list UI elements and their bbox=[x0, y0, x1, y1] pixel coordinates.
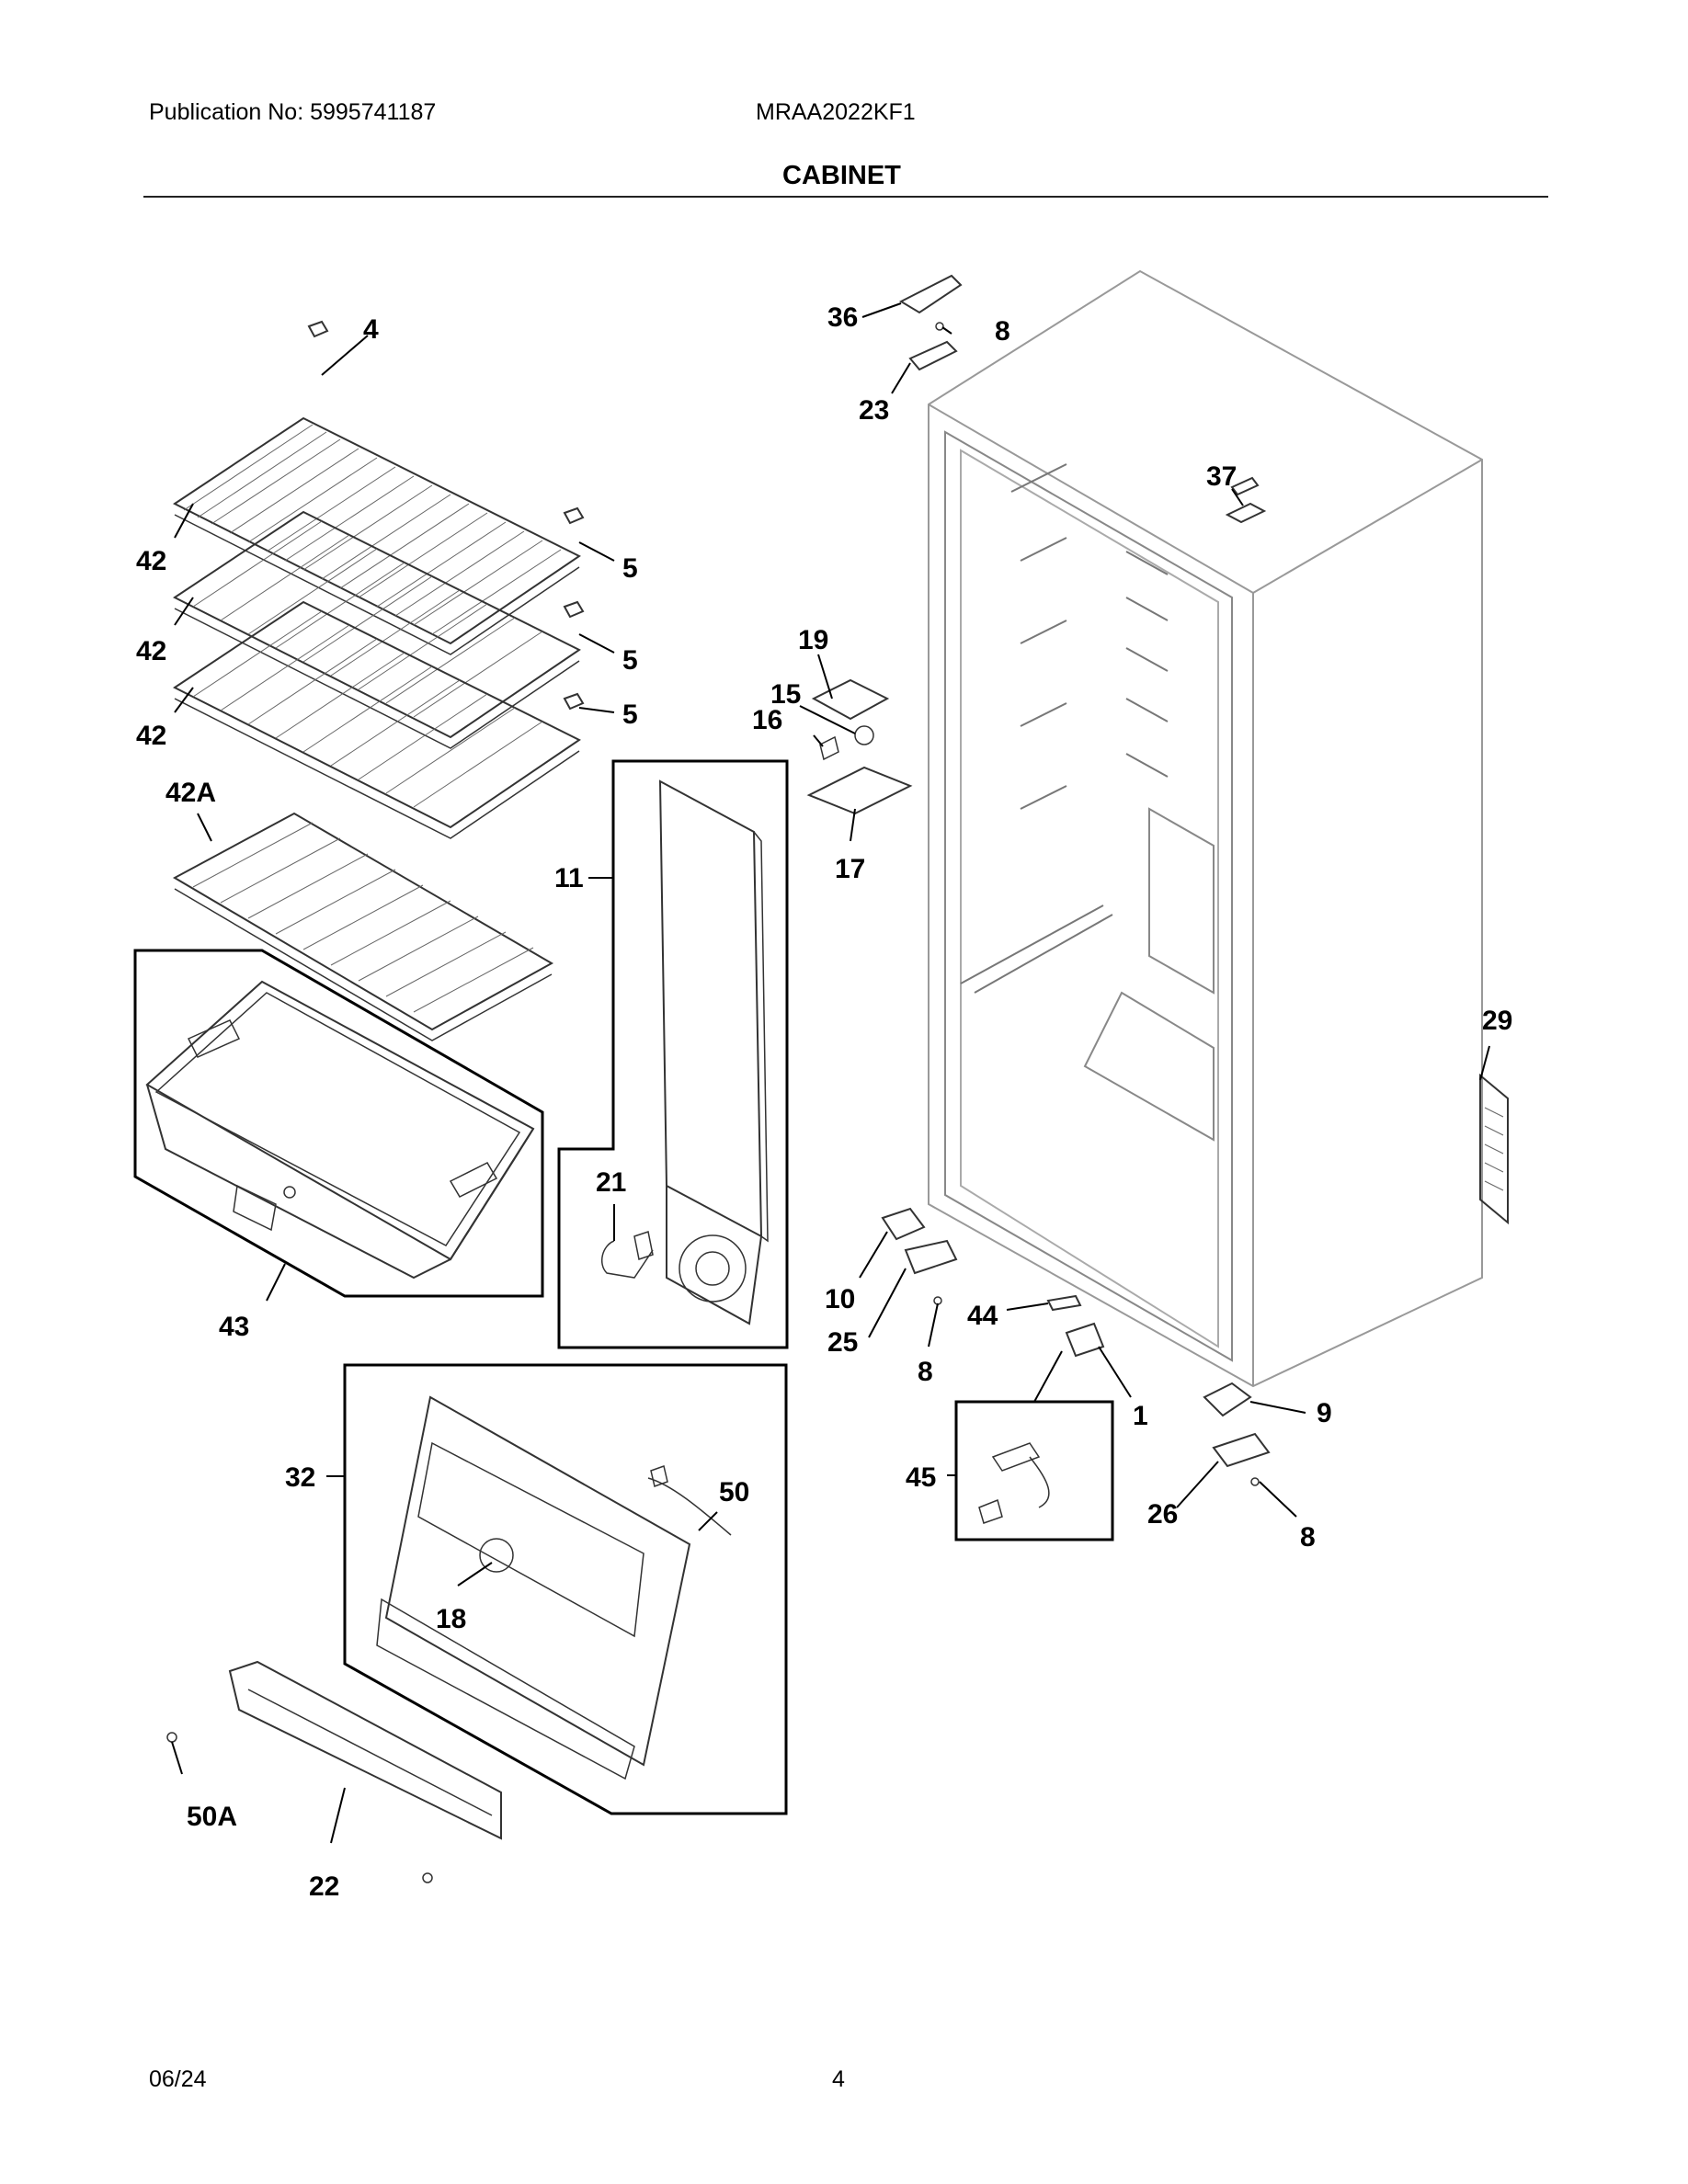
label-1: 1 bbox=[1133, 1401, 1148, 1431]
drawer-handle-22 bbox=[228, 1660, 502, 1840]
label-11: 11 bbox=[554, 863, 584, 893]
wire-shelf-42a bbox=[172, 812, 554, 1041]
label-26: 26 bbox=[1147, 1499, 1178, 1530]
wiring-harness-45 bbox=[978, 1442, 1050, 1524]
screw-8-bottom bbox=[1250, 1477, 1260, 1486]
label-50a: 50A bbox=[187, 1802, 237, 1832]
shelf-clip-5-mid bbox=[563, 600, 585, 619]
label-8-hinge: 8 bbox=[918, 1357, 933, 1387]
freezer-basket bbox=[145, 980, 535, 1280]
footer-date: 06/24 bbox=[149, 2066, 207, 2092]
publication-number: Publication No: 5995741187 bbox=[149, 99, 437, 125]
label-42-a: 42 bbox=[136, 546, 166, 576]
label-22: 22 bbox=[309, 1871, 339, 1902]
bottom-hinge-26 bbox=[1212, 1432, 1271, 1468]
label-16: 16 bbox=[752, 705, 782, 735]
label-9: 9 bbox=[1317, 1398, 1332, 1428]
section-title: CABINET bbox=[782, 161, 901, 190]
label-45: 45 bbox=[906, 1462, 936, 1493]
drawer-callout-box bbox=[343, 1363, 788, 1815]
light-housing bbox=[806, 678, 913, 815]
top-hinge-23 bbox=[908, 340, 958, 371]
part-labels: 4 42 42 42 42A 5 5 5 11 43 21 36 8 23 37… bbox=[136, 302, 1512, 1902]
page-number: 4 bbox=[832, 2066, 845, 2092]
header-divider bbox=[143, 196, 1548, 198]
label-42-c: 42 bbox=[136, 721, 166, 751]
screw-bottom bbox=[422, 1872, 433, 1883]
bracket-44 bbox=[1046, 1294, 1082, 1312]
label-44: 44 bbox=[967, 1301, 998, 1331]
wiring-callout-box bbox=[954, 1400, 1114, 1541]
wire-shelf-middle bbox=[173, 510, 581, 749]
label-8-top: 8 bbox=[995, 316, 1010, 347]
cabinet-body bbox=[928, 269, 1483, 1388]
label-42-b: 42 bbox=[136, 636, 166, 666]
basket-callout-box bbox=[133, 949, 544, 1298]
label-29: 29 bbox=[1482, 1006, 1512, 1036]
label-8-bottom: 8 bbox=[1300, 1522, 1316, 1553]
label-5-c: 5 bbox=[622, 700, 638, 730]
screw-8-top bbox=[935, 322, 944, 331]
label-37 bbox=[1225, 502, 1267, 524]
label-42a: 42A bbox=[165, 778, 216, 808]
wire-shelf-top bbox=[173, 416, 581, 655]
label-21: 21 bbox=[596, 1167, 626, 1198]
label-5-a: 5 bbox=[622, 553, 638, 584]
leader-lines bbox=[171, 302, 1490, 1844]
air-duct bbox=[600, 779, 769, 1325]
shelf-clip-4 bbox=[307, 320, 329, 338]
bottom-hinge-25 bbox=[904, 1239, 958, 1275]
shelf-clip-5-top bbox=[563, 506, 585, 525]
rear-grille-29 bbox=[1479, 1073, 1509, 1225]
screw-8-hinge bbox=[933, 1296, 942, 1305]
label-17: 17 bbox=[835, 854, 865, 884]
label-15: 15 bbox=[770, 679, 801, 710]
label-25: 25 bbox=[827, 1327, 858, 1358]
hinge-cover-36 bbox=[898, 274, 963, 314]
drawer-panel-32 bbox=[376, 1395, 732, 1780]
label-4: 4 bbox=[363, 314, 379, 345]
label-36: 36 bbox=[827, 302, 858, 333]
model-number: MRAA2022KF1 bbox=[756, 99, 916, 125]
screw-50a bbox=[166, 1732, 177, 1743]
hinge-bracket-10 bbox=[881, 1207, 926, 1241]
label-50: 50 bbox=[719, 1477, 749, 1507]
label-10: 10 bbox=[825, 1284, 855, 1314]
hinge-cover-9 bbox=[1203, 1382, 1252, 1417]
label-43: 43 bbox=[219, 1312, 249, 1342]
shelf-clip-5-low bbox=[563, 692, 585, 711]
duct-callout-box bbox=[557, 759, 789, 1349]
label-23: 23 bbox=[859, 395, 889, 426]
label-19: 19 bbox=[798, 625, 828, 655]
label-5-b: 5 bbox=[622, 645, 638, 676]
wire-shelf-lower bbox=[173, 600, 581, 839]
label-18: 18 bbox=[436, 1604, 466, 1634]
label-37: 37 bbox=[1206, 461, 1237, 492]
part-1 bbox=[1065, 1322, 1105, 1358]
label-32: 32 bbox=[285, 1462, 315, 1493]
